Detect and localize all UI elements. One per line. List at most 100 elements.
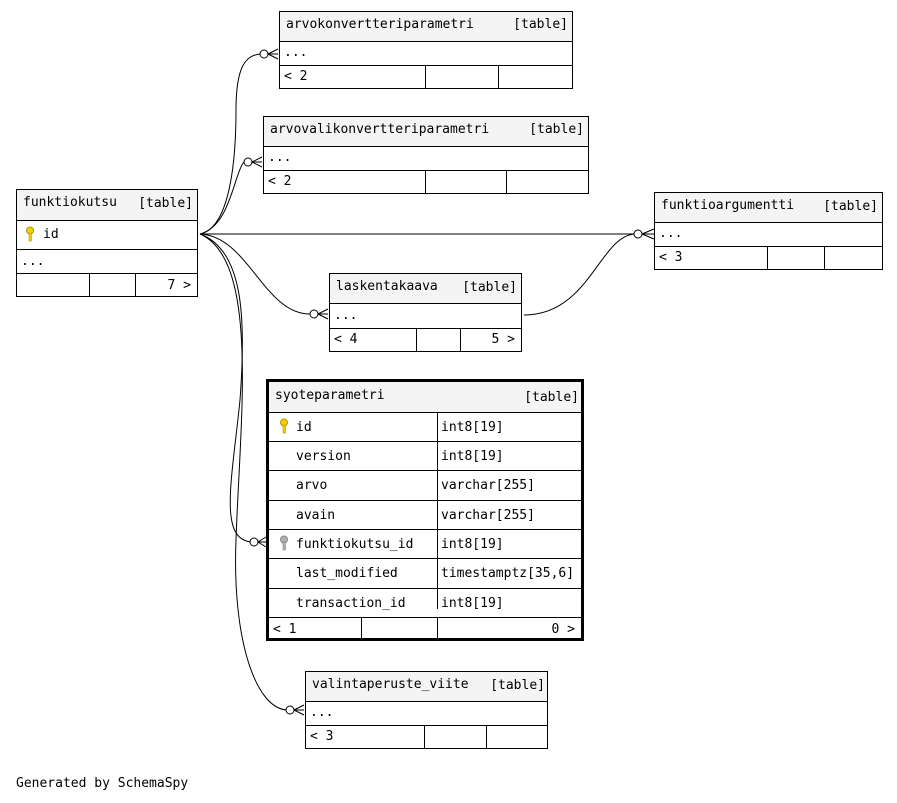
child-count[interactable]: 5 > [491,332,515,347]
column-type: int8[19] [441,537,504,552]
parent-count[interactable]: < 4 [334,332,358,347]
column-name: arvo [296,478,328,493]
parent-count[interactable]: < 2 [284,69,308,84]
crowfoot-marker [641,228,655,240]
divider [498,66,499,88]
table-syoteparametri[interactable]: syoteparametri [table] id int8[19] versi… [266,379,584,641]
ellipsis: ... [659,226,683,241]
column-type: varchar[255] [441,478,535,493]
column-name: version [296,449,351,464]
ellipsis: ... [21,254,45,269]
crowfoot-marker [251,156,263,168]
column-type: timestamptz[35,6] [441,566,575,581]
table-name: arvovalikonvertteriparametri [270,122,490,137]
relationship-counts: < 4 5 > [330,328,521,351]
ellipsis: ... [284,45,308,60]
divider [361,618,362,638]
divider [460,329,461,351]
parent-count[interactable]: < 3 [659,250,683,265]
divider [135,274,136,296]
table-type-label: [table] [529,122,584,137]
relationship-counts: < 3 [306,725,547,748]
column-name: avain [296,508,336,523]
column-name: last_modified [296,566,398,581]
divider [425,66,426,88]
parent-count[interactable]: < 1 [273,622,297,637]
table-valintaperuste-viite[interactable]: valintaperuste_viite [table] ... < 3 [305,671,548,749]
table-header: valintaperuste_viite [table] [306,672,547,701]
column-row-id: id int8[19] [269,412,581,441]
divider [424,726,425,748]
edge-laskentakaava-funktioargumentti [523,233,637,316]
table-header: funktiokutsu [table] [17,190,197,220]
table-arvokonvertteriparametri[interactable]: arvokonvertteriparametri [table] ... < 2 [279,11,573,89]
table-type-label: [table] [524,390,579,405]
parent-count[interactable]: < 2 [268,174,292,189]
relationship-counts: < 2 [264,170,588,193]
table-name: funktiokutsu [23,195,117,210]
crowfoot-marker [317,308,329,320]
column-row-avain: avain varchar[255] [269,500,581,529]
child-count[interactable]: 7 > [167,278,191,293]
column-type: int8[19] [441,449,504,464]
divider [425,171,426,193]
divider [767,247,768,269]
table-type-label: [table] [490,678,545,693]
divider [89,274,90,296]
column-type: int8[19] [441,596,504,611]
table-header: arvokonvertteriparametri [table] [280,12,572,41]
column-row-version: version int8[19] [269,441,581,470]
divider [416,329,417,351]
optional-marker [285,705,295,715]
ellipsis: ... [310,705,334,720]
edge-funktiokutsu-syoteparametri [199,233,253,543]
generated-by-footer: Generated by SchemaSpy [16,776,189,791]
child-count[interactable]: 0 > [551,622,575,637]
table-name: arvokonvertteriparametri [286,17,474,32]
column-name: id [296,420,312,435]
optional-marker [259,49,269,59]
relationship-counts: < 3 [655,246,882,269]
table-name: syoteparametri [275,388,385,403]
column-name: transaction_id [296,596,406,611]
table-type-label: [table] [823,199,878,214]
divider [437,618,438,638]
optional-marker [309,309,319,319]
optional-marker [633,229,643,239]
column-row-id: id [17,220,197,249]
divider [486,726,487,748]
table-header: laskentakaava [table] [330,274,521,303]
edge-funktiokutsu-arvokonvertteriparametri [199,53,263,235]
columns-collapsed: ... [330,303,521,328]
table-type-label: [table] [462,280,517,295]
relationship-counts: < 1 0 > [269,617,581,638]
column-name: id [43,227,59,242]
parent-count[interactable]: < 3 [310,729,334,744]
table-funktiokutsu[interactable]: funktiokutsu [table] id ... 7 > [16,189,198,297]
table-arvovalikonvertteriparametri[interactable]: arvovalikonvertteriparametri [table] ...… [263,116,589,194]
crowfoot-marker [293,704,305,716]
column-type-divider [437,412,438,609]
primary-key-icon [26,226,34,242]
columns-collapsed: ... [280,41,572,65]
foreign-key-icon [280,535,288,551]
relationship-counts: < 2 [280,65,572,88]
column-row-funktiokutsu-id: funktiokutsu_id int8[19] [269,529,581,558]
table-name: funktioargumentti [661,198,795,213]
edge-funktiokutsu-laskentakaava [199,233,311,315]
primary-key-icon [280,418,288,434]
table-funktioargumentti[interactable]: funktioargumentti [table] ... < 3 [654,192,883,270]
columns-collapsed: ... [655,222,882,246]
column-row-transaction-id: transaction_id int8[19] [269,588,581,617]
table-header: syoteparametri [table] [269,382,581,412]
crowfoot-marker [257,536,267,548]
column-name: funktiokutsu_id [296,537,414,552]
table-laskentakaava[interactable]: laskentakaava [table] ... < 4 5 > [329,273,522,352]
ellipsis: ... [334,308,358,323]
column-type: int8[19] [441,420,504,435]
table-name: valintaperuste_viite [312,677,469,692]
table-header: funktioargumentti [table] [655,193,882,222]
column-row-last-modified: last_modified timestamptz[35,6] [269,558,581,588]
columns-collapsed: ... [17,249,197,273]
table-header: arvovalikonvertteriparametri [table] [264,117,588,146]
